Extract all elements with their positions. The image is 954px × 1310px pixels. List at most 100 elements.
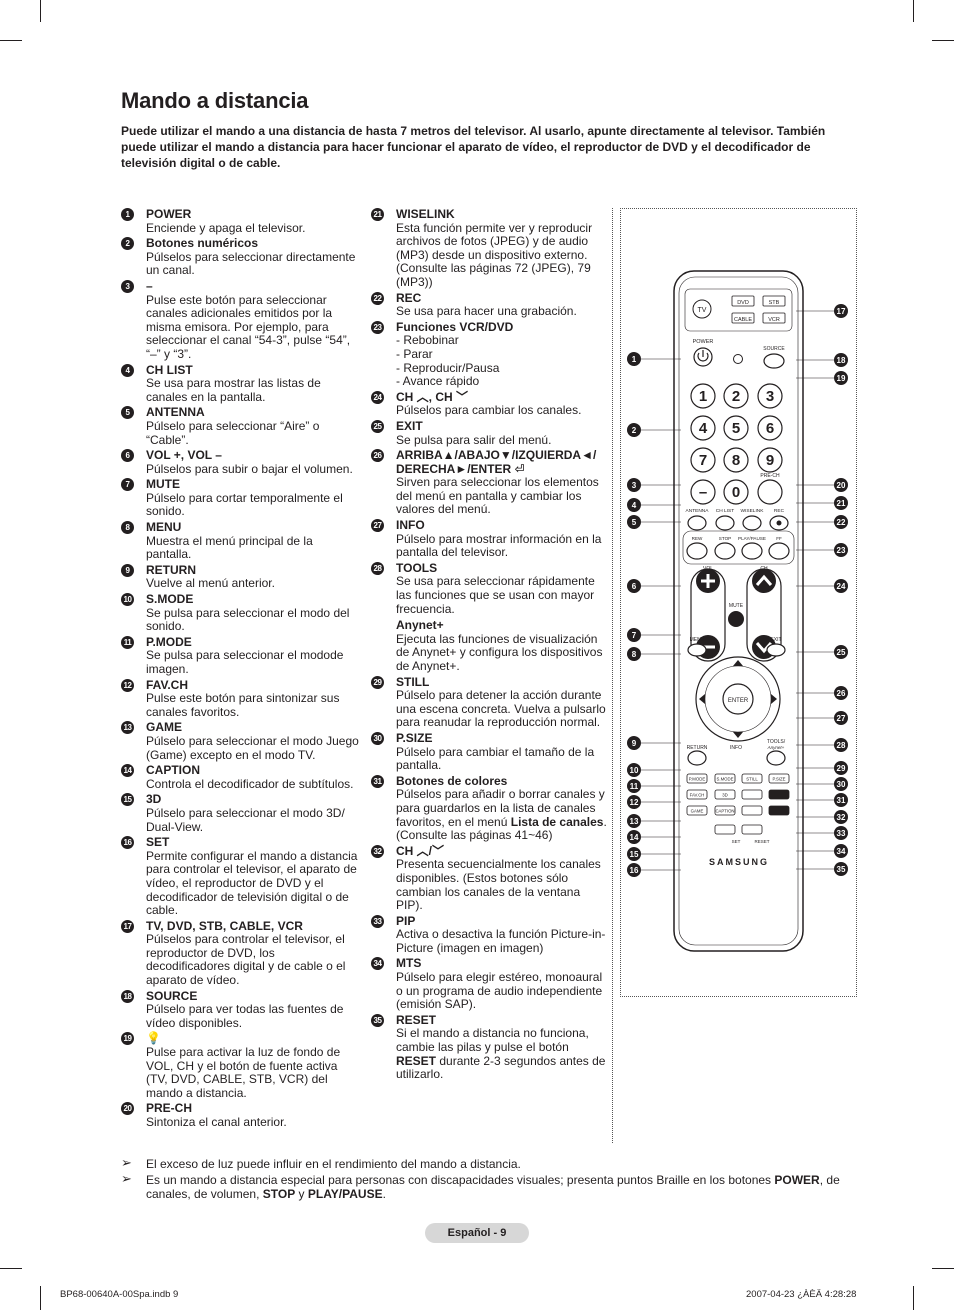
callout-number: 32 — [371, 844, 384, 858]
button-description: Presenta secuencialmente los canales dis… — [396, 857, 601, 913]
mute-button — [728, 611, 744, 627]
button-name: P.SIZE — [396, 730, 433, 745]
callout-number: 30 — [371, 731, 384, 745]
button-name: Botones numéricos — [146, 236, 259, 251]
button-description: Se usa para seleccionar rápidamente las … — [396, 574, 595, 616]
button-description: Sintoniza el canal anterior. — [146, 1115, 287, 1129]
callout-right: 21 — [837, 499, 846, 508]
device-select-frame — [684, 288, 793, 332]
callout-right: 31 — [837, 796, 846, 805]
button-description: Activa o desactiva la función Picture-in… — [396, 927, 606, 955]
callout-badge — [627, 478, 641, 492]
small-button-label: FAV.CH — [690, 793, 705, 798]
callout-badge — [627, 830, 641, 844]
button-name: VOL +, VOL – — [146, 448, 222, 463]
callout-badge — [627, 779, 641, 793]
callout-badge — [627, 515, 641, 529]
button-description: Púlselo para elegir estéreo, monoaural o… — [396, 970, 603, 1012]
transport-button — [768, 542, 790, 560]
source-button — [763, 353, 785, 369]
crop-mark — [932, 1268, 954, 1269]
button-description: Pulse este botón para sintonizar sus can… — [146, 691, 340, 719]
button-description: Púlselo para detener la acción durante u… — [396, 688, 606, 730]
function-button — [742, 515, 762, 531]
note-item: ➢ Es un mando a distancia especial para … — [121, 1172, 846, 1202]
number-button — [757, 447, 783, 473]
callout-left: 13 — [630, 817, 639, 826]
number-button-label: 8 — [732, 452, 740, 469]
button-description: Se usa para hacer una grabación. — [396, 304, 577, 319]
number-button-label: 9 — [766, 452, 774, 469]
callout-right: 27 — [837, 714, 846, 723]
function-button-label: REC — [774, 508, 785, 514]
ch-label: CH — [760, 566, 768, 572]
button-name: CH ︿/﹀ — [396, 843, 445, 858]
small-button-label: 3D — [722, 793, 728, 798]
number-button-label: 7 — [699, 452, 707, 469]
callout-left: 14 — [630, 833, 639, 842]
number-button — [723, 447, 749, 473]
callout-number: 18 — [121, 989, 134, 1003]
button-name: MENU — [146, 520, 182, 535]
button-name: STILL — [396, 674, 430, 689]
transport-button — [714, 542, 736, 560]
callout-number: 8 — [121, 521, 134, 535]
button-name: ARRIBA▲/ABAJO▼/IZQUIERDA◄/ DERECHA►/ENTE… — [396, 448, 597, 476]
button-name: EXIT — [396, 418, 423, 433]
function-button-label: CH LIST — [716, 508, 734, 514]
callout-number: 34 — [371, 957, 384, 971]
small-button-label: GAME — [691, 809, 704, 814]
callout-left: 16 — [630, 866, 639, 875]
number-button — [690, 447, 716, 473]
callout-right: 24 — [837, 582, 846, 591]
source-label: SOURCE — [763, 346, 785, 352]
small-button — [714, 789, 736, 800]
button-description: Sirven para seleccionar los elementos de… — [396, 475, 599, 517]
small-button — [686, 789, 708, 800]
callout-left: 2 — [632, 426, 637, 435]
button-description: Muestra el menú principal de la pantalla… — [146, 533, 313, 562]
prech-label: PRE-CH — [760, 473, 780, 479]
button-description: Pulse para activar la luz de fondo de VO… — [146, 1045, 341, 1100]
number-button-label: 4 — [699, 420, 708, 437]
button-description: Se pulsa para seleccionar el modo del so… — [146, 605, 350, 634]
number-button-label: 3 — [766, 388, 774, 405]
callout-right: 35 — [837, 865, 846, 874]
button-description-item: 3–Pulse este botón para seleccionar cana… — [121, 279, 359, 362]
button-description: Vuelve al menú anterior. — [146, 576, 275, 591]
chevron-down-icon — [755, 642, 773, 654]
callout-badge — [834, 738, 848, 752]
callout-right: 26 — [837, 689, 846, 698]
callout-right: 29 — [837, 764, 846, 773]
number-button — [723, 479, 749, 505]
callout-number: 2 — [121, 237, 134, 251]
callout-badge — [627, 498, 641, 512]
button-name: PIP — [396, 913, 416, 928]
callout-right: 23 — [837, 546, 846, 555]
small-button-label: CAPTION — [715, 809, 734, 814]
button-description: Se pulsa para salir del menú. — [396, 432, 552, 447]
footer-file-info: BP68-00640A-00Spa.indb 9 — [60, 1289, 179, 1300]
callout-badge — [834, 777, 848, 791]
callout-number: 27 — [371, 519, 384, 533]
mode-button-label: P.SIZE — [772, 777, 785, 782]
prech-button — [757, 479, 783, 505]
callout-number: 13 — [121, 721, 134, 735]
callout-right: 22 — [837, 518, 846, 527]
arrow-right-icon — [771, 694, 777, 704]
callout-number: 31 — [371, 774, 384, 788]
button-name: 💡 — [146, 1031, 161, 1046]
callout-number: 6 — [121, 449, 134, 463]
